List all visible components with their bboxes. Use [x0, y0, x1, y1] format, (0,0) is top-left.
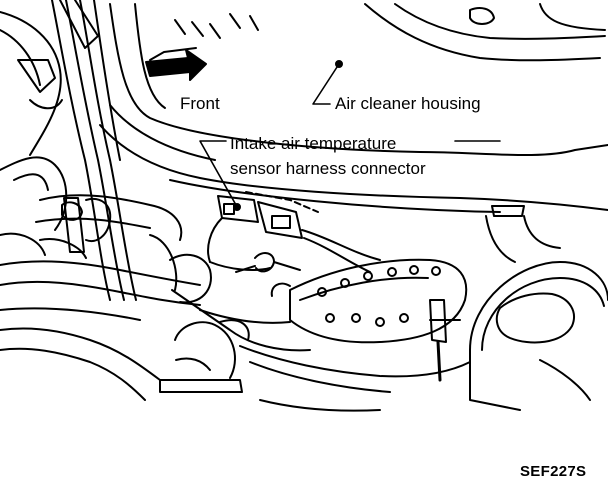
air-cleaner-housing-label: Air cleaner housing [335, 94, 481, 113]
front-arrow-icon [145, 47, 207, 81]
left-hoses-and-wires [0, 0, 201, 401]
iat-sensor-label-line1: Intake air temperature [230, 134, 397, 153]
air-cleaner-housing [99, 3, 608, 213]
front-label: Front [180, 94, 220, 113]
iat-sensor-leader-line [199, 140, 241, 211]
duct-bracket [429, 299, 461, 382]
corrugated-intake-duct [289, 258, 468, 344]
left-hose-clamp [63, 197, 112, 253]
lower-engine-components [159, 252, 471, 412]
iat-sensor-label-line2: sensor harness connector [230, 159, 426, 178]
right-hose-clamp [485, 205, 561, 263]
figure-code: SEF227S [520, 463, 587, 480]
air-cleaner-leader-line [312, 60, 343, 105]
right-canister [469, 261, 608, 411]
